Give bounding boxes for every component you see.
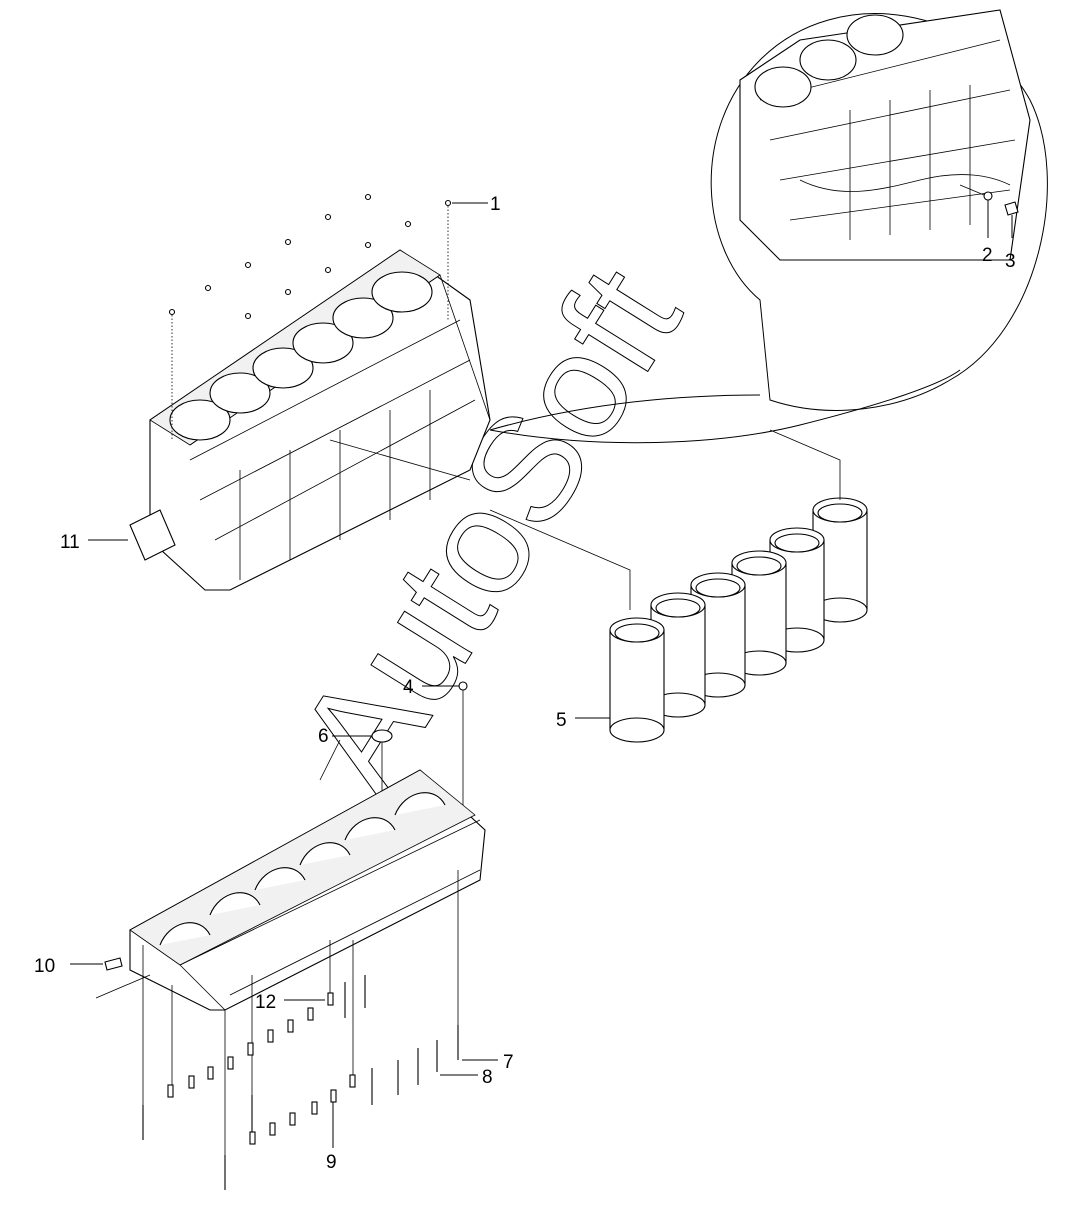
item-2-3-seal-plug (959, 184, 1019, 238)
callout-8: 8 (482, 1067, 493, 1088)
bedplate (70, 769, 486, 1011)
bolts (88, 539, 498, 1190)
detail-magnifier (489, 9, 1048, 444)
detail-block-section (739, 9, 1031, 261)
callout-2: 2 (982, 245, 993, 266)
callout-3: 3 (1005, 251, 1016, 272)
cylinder-block (129, 249, 631, 610)
callout-10: 10 (34, 956, 55, 977)
callout-12: 12 (255, 992, 276, 1013)
item-1-plugs (168, 193, 488, 440)
callout-labels: 1 2 3 4 5 6 7 8 9 10 11 12 (34, 194, 1016, 1173)
small-bolts (167, 992, 356, 1145)
callout-1: 1 (490, 194, 501, 215)
callout-4: 4 (403, 677, 414, 698)
item-5-cylinder-liners (575, 429, 868, 743)
callout-11: 11 (60, 532, 80, 553)
callout-9: 9 (326, 1152, 337, 1173)
callout-5: 5 (556, 710, 567, 731)
callout-7: 7 (503, 1052, 514, 1073)
callout-6: 6 (318, 726, 329, 747)
